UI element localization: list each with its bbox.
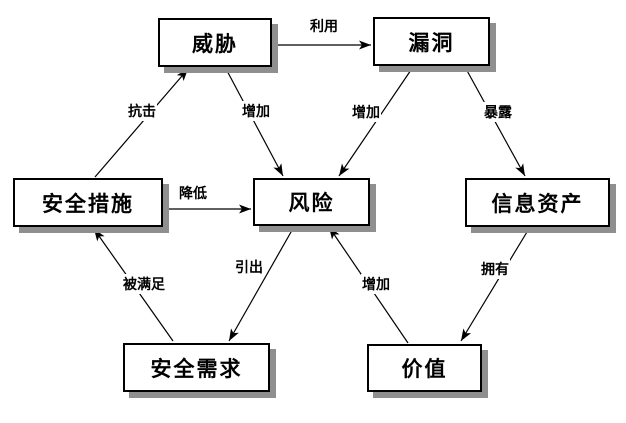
- edge-label-reduce: 降低: [178, 183, 208, 203]
- node-information-assets: 信息资产: [465, 178, 610, 227]
- edge-risk-requirements-line: [228, 224, 296, 342]
- node-risk: 风险: [253, 178, 370, 226]
- node-security-requirements-label: 安全需求: [150, 356, 243, 381]
- edge-label-increase-threat-risk: 增加: [241, 101, 271, 121]
- node-value-label: 价值: [401, 357, 448, 381]
- edge-measures-threat-line: [94, 68, 189, 178]
- edge-label-own: 拥有: [480, 259, 510, 279]
- edge-label-exploit: 利用: [309, 16, 339, 36]
- edge-label-expose: 暴露: [483, 102, 513, 122]
- edge-label-resist: 抗击: [127, 101, 157, 121]
- edge-label-be-satisfied: 被满足: [122, 274, 166, 294]
- edge-label-increase-vulnerability-risk: 增加: [351, 102, 381, 122]
- node-threat-label: 威胁: [192, 31, 238, 56]
- edge-label-increase-value-risk: 增加: [361, 274, 391, 294]
- node-information-assets-label: 信息资产: [491, 191, 584, 216]
- node-threat: 威胁: [158, 18, 272, 67]
- edge-threat-risk-line: [224, 66, 284, 177]
- edge-label-lead-to: 引出: [234, 257, 264, 277]
- node-security-measures: 安全措施: [13, 178, 163, 227]
- edge-assets-value-line: [460, 226, 531, 342]
- node-security-requirements: 安全需求: [123, 343, 270, 392]
- node-value: 价值: [367, 344, 482, 392]
- node-security-measures-label: 安全措施: [42, 191, 134, 216]
- node-risk-label: 风险: [288, 191, 335, 215]
- node-vulnerability-label: 漏洞: [408, 30, 455, 55]
- node-vulnerability: 漏洞: [373, 17, 490, 66]
